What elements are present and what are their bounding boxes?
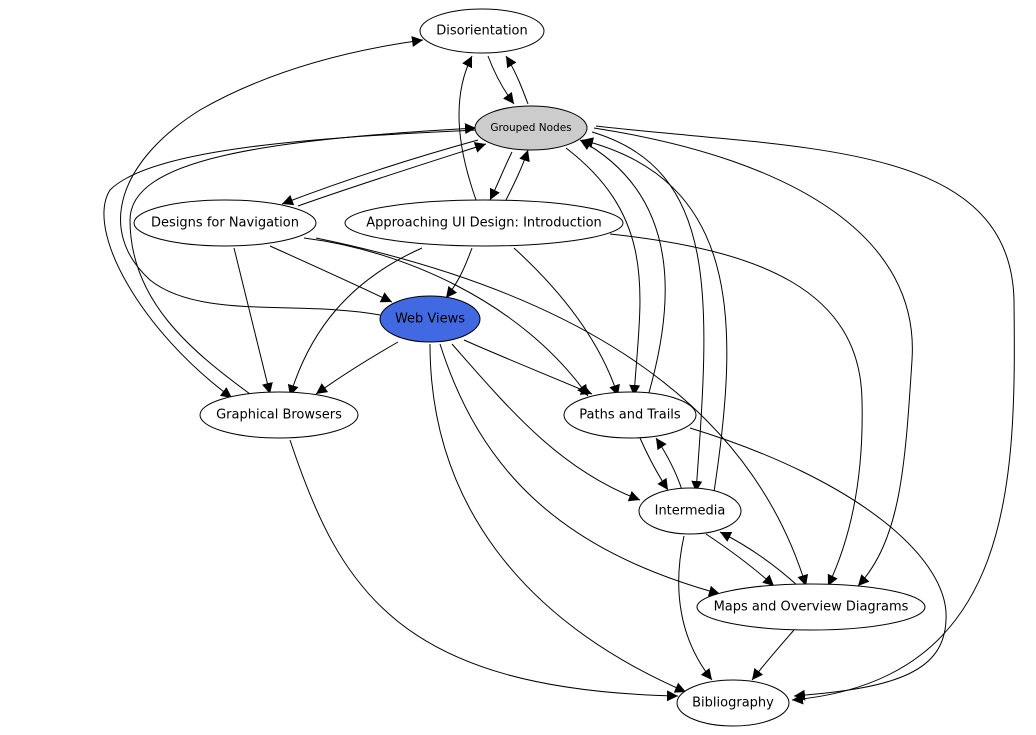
node-shape — [344, 199, 624, 247]
edge-graphical-to-grouped — [129, 123, 477, 395]
edge-maps-to-intermedia — [719, 531, 799, 587]
edge-intermedia-to-bibliography — [678, 535, 713, 681]
edge-approaching-to-graphical — [287, 247, 423, 397]
node-shape — [696, 583, 926, 631]
node-label: Disorientation — [436, 24, 528, 39]
edge-designs-to-graphical — [233, 247, 273, 395]
node-disorientation[interactable]: Disorientation — [419, 8, 545, 54]
node-shape — [563, 391, 697, 439]
edge-approaching-to-webviews — [445, 247, 473, 299]
edge-grouped-to-paths — [565, 147, 641, 397]
nodes-layer: Disorientation Grouped Nodes Designs for… — [133, 8, 926, 727]
edge-webviews-to-graphical — [315, 341, 399, 395]
node-label: Maps and Overview Diagrams — [714, 600, 909, 615]
edges-layer — [103, 36, 1015, 705]
edge-grouped-to-maps — [593, 127, 913, 587]
edge-approaching-to-maps — [609, 233, 863, 587]
node-web-views[interactable]: Web Views — [379, 295, 481, 343]
node-intermedia[interactable]: Intermedia — [638, 487, 742, 535]
node-shape — [133, 199, 317, 247]
node-designs-for-navigation[interactable]: Designs for Navigation — [133, 199, 317, 247]
edge-grouped-to-intermedia — [591, 131, 705, 493]
edge-approaching-to-grouped — [505, 149, 530, 201]
node-paths-and-trails[interactable]: Paths and Trails — [563, 391, 697, 439]
node-label: Approaching UI Design: Introduction — [366, 216, 602, 231]
node-graphical-browsers[interactable]: Graphical Browsers — [199, 391, 359, 439]
edge-webviews-to-intermedia — [451, 343, 641, 502]
edge-grouped-to-bibliography — [595, 125, 1015, 705]
edge-approaching-to-paths — [513, 247, 620, 397]
node-approaching-ui-design[interactable]: Approaching UI Design: Introduction — [344, 199, 624, 247]
edge-webviews-to-bibliography — [429, 343, 687, 693]
edge-webviews-to-disorientation — [120, 36, 424, 316]
edge-grouped-to-graphical — [103, 129, 479, 399]
node-shape — [676, 679, 790, 727]
node-shape — [638, 487, 742, 535]
edge-intermedia-to-maps — [705, 533, 775, 587]
edge-designs-to-webviews — [269, 245, 393, 303]
edge-designs-to-grouped — [297, 142, 487, 207]
node-label: Designs for Navigation — [151, 216, 299, 231]
edge-graphical-to-bibliography — [289, 439, 679, 702]
edge-webviews-to-paths — [463, 339, 593, 395]
node-shape — [379, 295, 481, 343]
edge-intermedia-to-grouped — [581, 137, 728, 493]
node-shape — [419, 8, 545, 54]
edge-grouped-to-designs — [281, 139, 479, 206]
node-shape — [474, 105, 588, 151]
node-label: Web Views — [395, 312, 465, 327]
node-maps-and-overview-diagrams[interactable]: Maps and Overview Diagrams — [696, 583, 926, 631]
edge-designs-to-paths — [303, 237, 589, 397]
edge-webviews-to-maps — [439, 343, 721, 597]
node-label: Graphical Browsers — [216, 408, 342, 423]
node-bibliography[interactable]: Bibliography — [676, 679, 790, 727]
node-label: Grouped Nodes — [490, 122, 571, 134]
edge-paths-to-grouped — [579, 139, 666, 397]
edge-paths-to-intermedia — [639, 437, 669, 491]
node-label: Intermedia — [655, 504, 726, 519]
edge-maps-to-bibliography — [751, 629, 795, 681]
edge-grouped-to-approaching — [489, 151, 513, 201]
edge-disorientation-to-grouped — [487, 55, 515, 105]
node-label: Bibliography — [692, 696, 774, 711]
edge-grouped-to-disorientation — [505, 55, 529, 105]
edge-paths-to-bibliography — [689, 427, 947, 701]
edge-intermedia-to-paths — [655, 437, 683, 491]
node-grouped-nodes[interactable]: Grouped Nodes — [474, 105, 588, 151]
node-shape — [199, 391, 359, 439]
node-label: Paths and Trails — [579, 408, 681, 423]
edge-designs-to-maps — [315, 237, 809, 587]
